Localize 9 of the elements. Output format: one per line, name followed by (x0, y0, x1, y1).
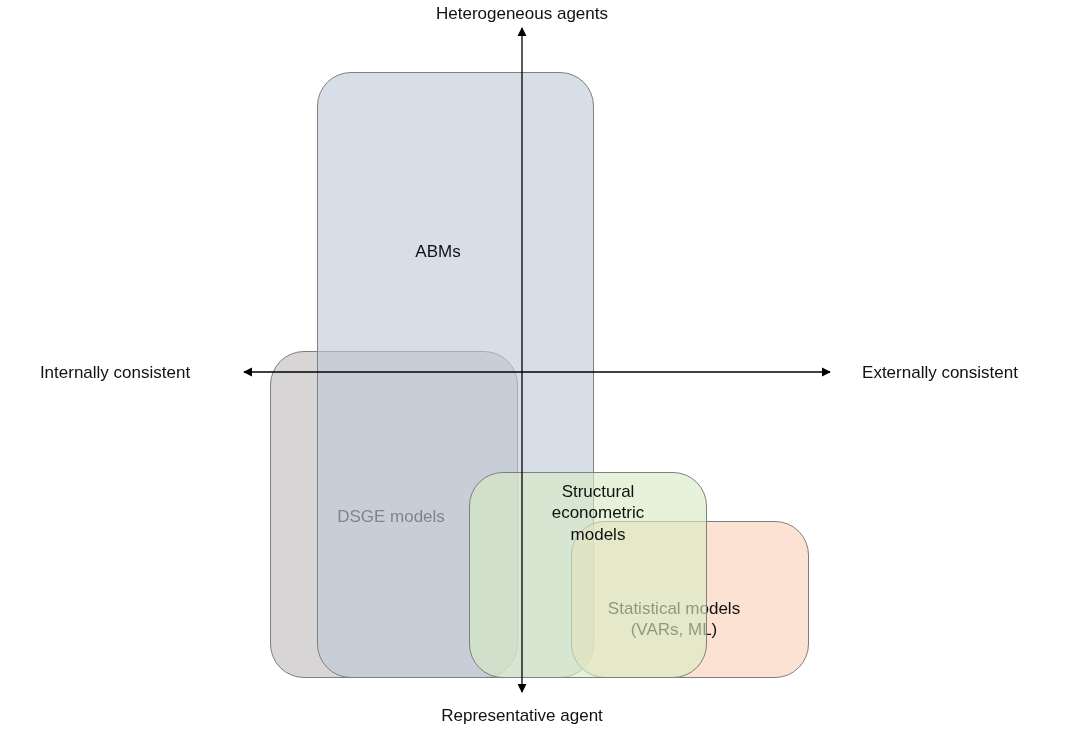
axis-label: Internally consistent (39, 363, 191, 383)
axis-label: Externally consistent (862, 363, 1018, 383)
axis-label: Representative agent (441, 706, 603, 726)
model-region (270, 351, 518, 678)
axis-label: Heterogeneous agents (436, 4, 608, 24)
model-region (571, 521, 809, 678)
region-label: Structural econometric models (550, 481, 646, 545)
region-label: ABMs (414, 241, 462, 263)
region-label: DSGE models (336, 506, 446, 528)
